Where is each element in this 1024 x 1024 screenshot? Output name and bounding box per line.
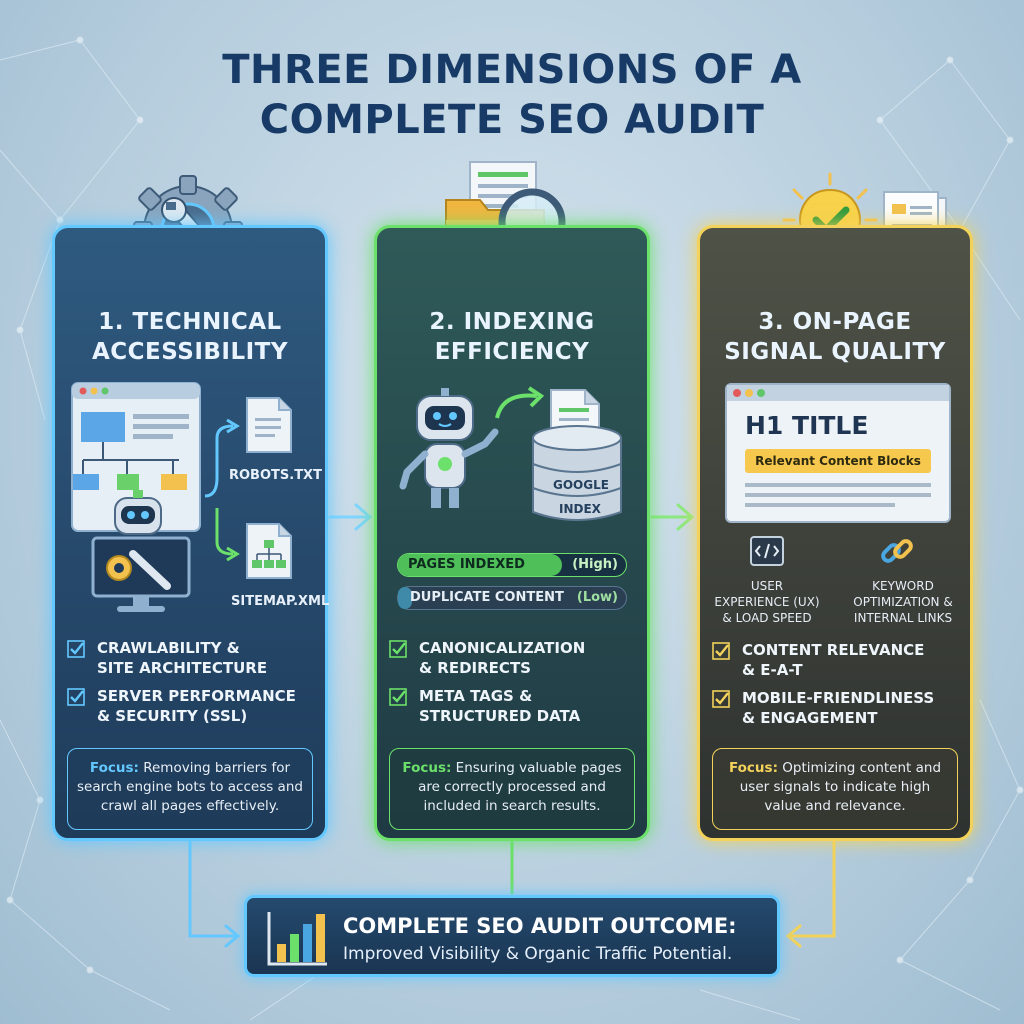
panel-technical-accessibility: 1. TECHNICAL ACCESSIBILITY [52,225,330,841]
pages-indexed-fill [398,554,563,576]
checkbox-icon [67,688,85,706]
code-icon [750,536,784,566]
panel-3-focus-box: Focus: Optimizing content and user signa… [712,748,958,830]
panel-indexing-efficiency: 2. INDEXING EFFICIENCY GOOGLE INDEX PAGE… [374,225,650,841]
feature-text-line: & LOAD SPEED [722,611,812,625]
feature-text-line: EXPERIENCE (UX) [714,595,820,609]
browser-titlebar [727,385,949,401]
check-text-line: & ENGAGEMENT [742,709,878,727]
check-text-line: CONTENT RELEVANCE [742,641,925,659]
webpage-preview: H1 TITLE Relevant Content Blocks [725,383,951,523]
sitemap-xml-label: SITEMAP.XML [231,594,330,609]
check-text-line: SITE ARCHITECTURE [97,659,268,677]
panel-3-title-line-1: 3. ON-PAGE [758,309,912,335]
panel-3-checklist: CONTENT RELEVANCE & E-A-T MOBILE-FRIENDLI… [712,640,962,736]
panel-1-title-line-1: 1. TECHNICAL [98,309,282,335]
check-item: CONTENT RELEVANCE & E-A-T [712,640,962,680]
panel-1-checklist: CRAWLABILITY & SITE ARCHITECTURE SERVER P… [67,638,317,734]
feature-keyword-text: KEYWORD OPTIMIZATION & INTERNAL LINKS [840,578,966,626]
panel-2-focus-box: Focus: Ensuring valuable pages are corre… [389,748,635,830]
outcome-text: Improved Visibility & Organic Traffic Po… [343,944,733,964]
panel-1-title-line-2: ACCESSIBILITY [91,339,289,365]
focus-text: Optimizing content and user signals to i… [739,760,942,814]
google-index-label-line-2: INDEX [559,502,601,516]
check-text-line: META TAGS & [419,687,533,705]
indexing-robot-icon [399,388,499,508]
feature-ux-text: USER EXPERIENCE (UX) & LOAD SPEED [712,578,822,626]
site-architecture-icon [71,382,201,532]
panel-2-title-line-1: 2. INDEXING [429,309,595,335]
feature-text-line: USER [750,579,784,593]
checkbox-icon [712,690,730,708]
panel-2-checklist: CANONICALIZATION & REDIRECTS META TAGS & S… [389,638,639,734]
check-text-line: SERVER PERFORMANCE [97,687,296,705]
check-item: CANONICALIZATION & REDIRECTS [389,638,639,678]
crawler-robot-icon [91,490,191,612]
check-text-line: & E-A-T [742,661,803,679]
panel-on-page-signal-quality: 3. ON-PAGE SIGNAL QUALITY H1 TITLE Relev… [697,225,973,841]
chain-link-icon [881,539,913,563]
panel-1-focus-box: Focus: Removing barriers for search engi… [67,748,313,830]
check-text-line: CANONICALIZATION [419,639,586,657]
h1-title-text: H1 TITLE [745,411,869,440]
check-text-line: & SECURITY (SSL) [97,707,248,725]
checkbox-icon [389,640,407,658]
focus-label: Focus: [402,760,452,776]
branch-arrows [204,418,240,562]
checkbox-icon [67,640,85,658]
check-item: CRAWLABILITY & SITE ARCHITECTURE [67,638,317,678]
relevant-content-blocks: Relevant Content Blocks [745,449,931,473]
duplicate-content-level: (Low) [576,590,618,605]
pages-indexed-label: PAGES INDEXED [408,557,525,572]
robots-file-icon [246,397,292,453]
google-index-database-icon [532,425,622,521]
google-index-label-line-1: GOOGLE [553,478,609,492]
duplicate-content-fill [398,587,412,609]
focus-text: Ensuring valuable pages are correctly pr… [418,760,622,814]
check-item: MOBILE-FRIENDLINESS & ENGAGEMENT [712,688,962,728]
pages-indexed-level: (High) [572,557,618,572]
focus-text: Removing barriers for search engine bots… [77,760,303,814]
check-item: META TAGS & STRUCTURED DATA [389,686,639,726]
green-arrow [495,386,545,419]
check-item: SERVER PERFORMANCE & SECURITY (SSL) [67,686,317,726]
feature-text-line: OPTIMIZATION & [853,595,953,609]
check-text-line: & REDIRECTS [419,659,531,677]
focus-label: Focus: [89,760,139,776]
focus-label: Focus: [728,760,778,776]
outcome-heading: COMPLETE SEO AUDIT OUTCOME: [343,914,737,938]
duplicate-content-bar: DUPLICATE CONTENT (Low) [397,586,627,610]
page-title-line-1: THREE DIMENSIONS OF A [222,47,802,93]
checkbox-icon [712,642,730,660]
robots-txt-label: ROBOTS.TXT [229,468,322,483]
check-text-line: MOBILE-FRIENDLINESS [742,689,935,707]
bar-chart-icon [267,912,327,966]
pages-indexed-bar: PAGES INDEXED (High) [397,553,627,577]
checkbox-icon [389,688,407,706]
check-text-line: CRAWLABILITY & [97,639,240,657]
check-text-line: STRUCTURED DATA [419,707,581,725]
feature-text-line: INTERNAL LINKS [853,611,953,625]
panel-2-title-line-2: EFFICIENCY [434,339,590,365]
panel-3-title-line-2: SIGNAL QUALITY [724,339,946,365]
feature-text-line: KEYWORD [872,579,934,593]
page-title-line-2: COMPLETE SEO AUDIT [259,97,765,143]
duplicate-content-label: DUPLICATE CONTENT [410,590,564,605]
audit-outcome-box: COMPLETE SEO AUDIT OUTCOME: Improved Vis… [244,895,780,977]
sitemap-file-icon [246,523,292,579]
